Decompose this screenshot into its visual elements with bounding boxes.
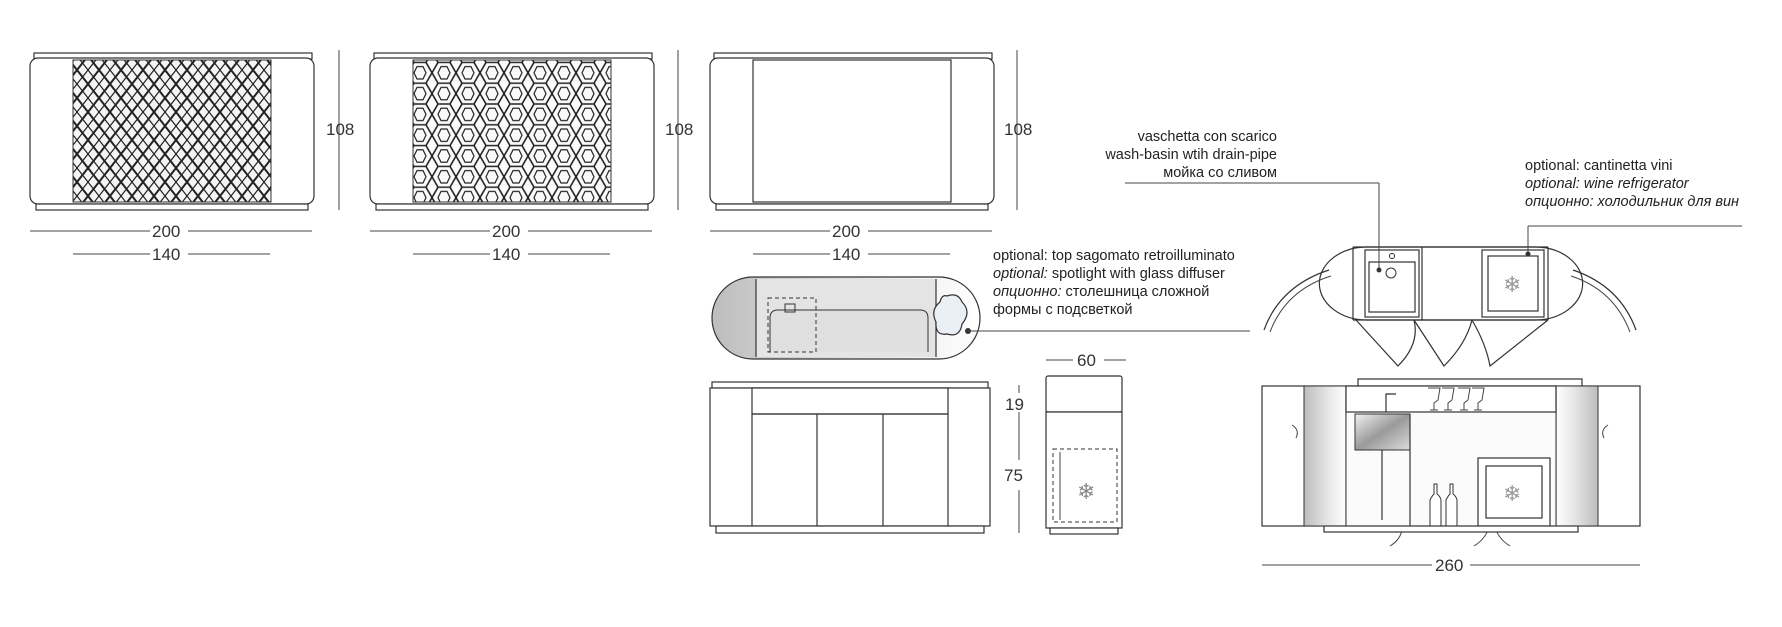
top-annotation: optional: top sagomato retroilluminato o… (993, 248, 1235, 318)
cabinet-front-view-diamond: 108 200 140 (29, 50, 354, 264)
cabinet-3-height-label: 108 (1004, 120, 1032, 139)
snowflake-icon: ❄ (1503, 273, 1521, 298)
cabinet-3-width-label: 200 (832, 222, 860, 241)
cabinet-1-plinth (35, 203, 309, 211)
wine-annotation: optional: cantinetta vini optional: wine… (1525, 158, 1739, 210)
wine-line1: optional: cantinetta vini (1525, 158, 1673, 174)
top-note-line3: опционно: столешница сложной (993, 284, 1209, 300)
cabinet-1-height-label: 108 (326, 120, 354, 139)
island-front-view-open: ❄ 260 (1261, 378, 1641, 575)
cabinet-front-view-hexagon: 108 200 140 (369, 50, 693, 264)
top-note-line2: optional: spotlight with glass diffuser (993, 266, 1225, 282)
top-plan-view (711, 276, 1250, 360)
side-depth-label: 60 (1077, 351, 1096, 370)
island-width-label: 260 (1435, 556, 1463, 575)
cabinet-1-width-label: 200 (152, 222, 180, 241)
side-base-height-label: 75 (1004, 466, 1023, 485)
snowflake-icon: ❄ (1077, 480, 1095, 505)
wine-line3: опционно: холодильник для вин (1525, 194, 1739, 210)
cabinet-2-hexagon-panel (412, 59, 612, 203)
cabinet-front-view-plain: 108 200 140 (709, 50, 1032, 264)
washbasin-line2: wash-basin wtih drain-pipe (1104, 147, 1277, 163)
wine-bottles (1429, 483, 1458, 527)
island-top-view: ❄ (1125, 182, 1742, 368)
cabinet-side-view: ❄ 60 19 75 (1004, 351, 1126, 535)
cabinet-front-view-doors (709, 381, 991, 534)
top-note-line1: optional: top sagomato retroilluminato (993, 248, 1235, 264)
washbasin-line1: vaschetta con scarico (1138, 129, 1277, 145)
cabinet-1-inner-width-label: 140 (152, 245, 180, 264)
glass-diffuser-shape (933, 294, 968, 336)
cabinet-2-height-label: 108 (665, 120, 693, 139)
wine-line2: optional: wine refrigerator (1525, 176, 1690, 192)
cabinet-2-width-label: 200 (492, 222, 520, 241)
cabinet-3-inner-width-label: 140 (832, 245, 860, 264)
washbasin-line3: мойка со сливом (1163, 165, 1277, 181)
wine-glasses (1428, 387, 1485, 411)
cabinet-2-inner-width-label: 140 (492, 245, 520, 264)
washbasin-annotation: vaschetta con scarico wash-basin wtih dr… (1104, 129, 1277, 181)
snowflake-icon: ❄ (1503, 482, 1521, 507)
cabinet-1-diamond-panel (72, 59, 272, 203)
top-note-line4: формы с подсветкой (993, 302, 1133, 318)
side-top-height-label: 19 (1005, 395, 1024, 414)
